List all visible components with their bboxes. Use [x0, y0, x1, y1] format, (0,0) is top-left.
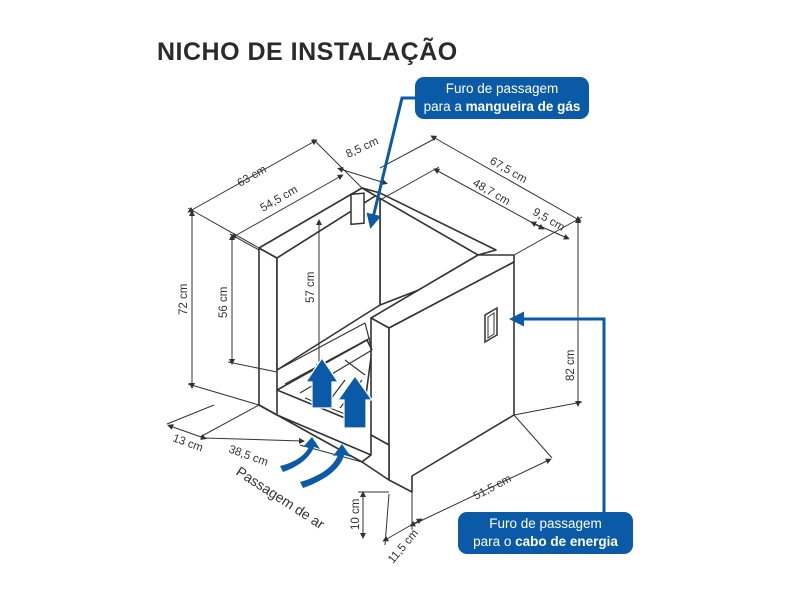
dim-13: 13 cm [171, 433, 205, 455]
callout-gas-line2: para a mangueira de gás [423, 98, 581, 116]
dim-67-5: 67,5 cm [488, 155, 529, 186]
base-front [361, 434, 390, 481]
callout-power-line1: Furo de passagem [489, 516, 602, 531]
callout-power-bold: cabo de energia [515, 534, 618, 549]
top-edge-back [361, 187, 497, 256]
dim-51-5: 51,5 cm [472, 473, 514, 503]
airflow-arrows [280, 356, 374, 488]
left-panel-inner [276, 192, 381, 371]
dim-11-5: 11,5 cm [386, 528, 421, 566]
airflow-curved-arrow-2 [300, 444, 351, 488]
dim-82: 82 cm [565, 350, 577, 381]
airflow-curved-arrow-1 [280, 437, 320, 472]
cabinet [258, 187, 515, 493]
airflow-up-arrow-2 [336, 374, 374, 429]
callout-power-line2: para o cabo de energia [466, 533, 625, 551]
dim-8-5: 8,5 cm [344, 135, 380, 160]
dim-57: 57 cm [305, 272, 317, 303]
dim-63: 63 cm [236, 164, 269, 190]
left-panel-edge [258, 247, 278, 416]
callout-power-hole: Furo de passagem para o cabo de energia [458, 512, 633, 554]
callout-gas-bold: mangueira de gás [465, 99, 581, 114]
callout-power-prefix: para o [473, 534, 516, 549]
diagram-title: NICHO DE INSTALAÇÃO [157, 38, 458, 66]
callout-leaders [366, 96, 606, 531]
airflow-label: Passagem de ar [233, 463, 327, 532]
dim-56: 56 cm [218, 287, 230, 318]
dim-54-5: 54,5 cm [259, 184, 300, 215]
dim-72: 72 cm [178, 284, 190, 315]
dimension-lines [166, 135, 583, 546]
right-panel-front [370, 317, 390, 446]
callout-gas-prefix: para a [423, 99, 466, 114]
dim-38-5: 38,5 cm [227, 444, 270, 469]
airflow-up-arrow-1 [304, 356, 340, 409]
callout-gas-hole: Furo de passagem para a mangueira de gás [415, 77, 589, 119]
callout-gas-line1: Furo de passagem [445, 81, 559, 96]
power-hole [484, 306, 498, 344]
dim-10: 10 cm [350, 499, 362, 530]
gas-hole [350, 192, 365, 226]
